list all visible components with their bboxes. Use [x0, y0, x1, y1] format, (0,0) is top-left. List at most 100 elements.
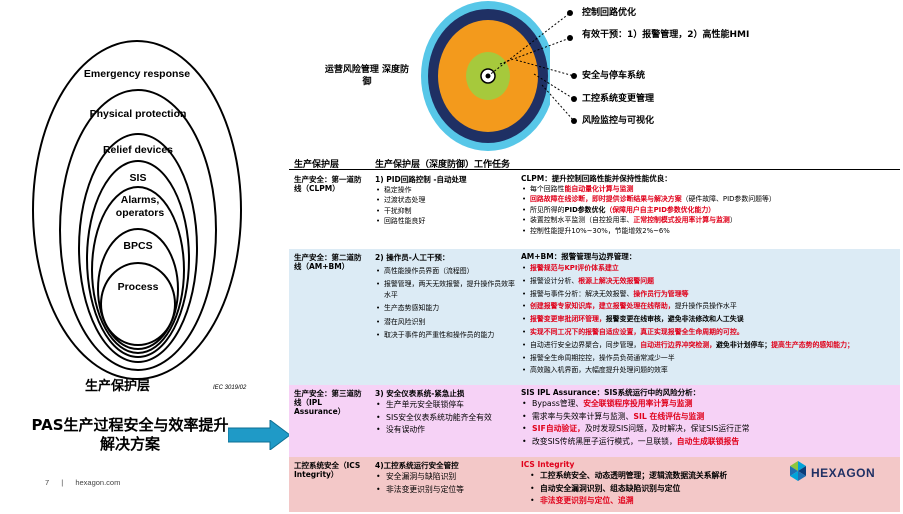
detail-highlight: 报警变更审批闭环管理， — [530, 315, 606, 324]
table-row: 生产安全：第一道防线（CLPM） 1) PID回路控制 -自动处理 稳定操作 过… — [289, 171, 900, 249]
detail-text: ） — [729, 216, 737, 225]
layer-label: Relief devices — [102, 144, 174, 156]
detail-highlight: 自动进行边界冲突检测， — [640, 340, 717, 349]
row-detail: SIS IPL Assurance：SIS系统运行中的风险分析： Bypass管… — [521, 388, 897, 448]
detail-highlight: 创建报警专家知识库，建立报警处理在线帮助， — [530, 302, 675, 311]
task-list: 生产单元安全联锁停车 SIS安全仪表系统功能齐全有效 没有误动作 — [375, 399, 515, 437]
list-item: 实现不同工况下的报警自适应设置，真正实现报警全生命周期的可控。 — [521, 326, 897, 339]
row-detail: AM+BM：报警管理与边界管理： 报警规范与KPI评价体系建立 报警设计分析、根… — [521, 252, 897, 377]
detail-title: ICS Integrity — [521, 460, 575, 469]
list-item: 安全漏洞与缺陷识别 — [375, 471, 515, 484]
list-item: 每个回路性能自动量化计算与监测 — [521, 184, 897, 195]
list-item: 报警与事件分析：解决无效报警、操作员行为管理等 — [521, 288, 897, 301]
ops-risk-label: 运营风险管理 深度防御 — [324, 65, 410, 87]
detail-title: AM+BM：报警管理与边界管理： — [521, 252, 637, 261]
task-title: 2) 操作员-人工干预： — [375, 253, 450, 262]
layer-label: BPCS — [123, 240, 153, 252]
detail-highlight: 根源上解决无效报警问题 — [578, 276, 655, 285]
layer-label: SIS — [129, 172, 147, 184]
task-title: 3) 安全仪表系统-紧急止损 — [375, 389, 465, 398]
detail-text: 改变SIS传统黑匣子运行模式，一旦联锁， — [532, 436, 677, 446]
layer-label: Alarms, operators — [115, 194, 165, 219]
detail-title: SIS IPL Assurance：SIS系统运行中的风险分析： — [521, 388, 701, 397]
footer-site: hexagon.com — [75, 478, 121, 487]
protection-layers-onion-diagram: Emergency response Physical protection R… — [0, 0, 270, 400]
list-item: 干扰抑制 — [375, 206, 515, 217]
detail-highlight: SIF自动验证， — [532, 424, 585, 433]
list-item: 没有误动作 — [375, 424, 515, 437]
detail-highlight: 非法变更识别与定位、追溯 — [540, 496, 634, 505]
layer-label: Process — [117, 281, 159, 293]
list-item: 所见所得的PID参数优化（保障用户自主PID参数优化能力） — [521, 205, 897, 216]
task-title: 4)工控系统运行安全管控 — [375, 461, 459, 470]
protection-task-table: 生产保护层 生产保护层（深度防御）工作任务 生产安全：第一道防线（CLPM） 1… — [289, 155, 900, 512]
detail-text: 自动进行安全边界聚合，同步管理， — [530, 340, 641, 349]
list-item: 改变SIS传统黑匣子运行模式，一旦联锁，自动生成联锁报告 — [521, 436, 897, 449]
detail-text: 报警全生命周期控控，操作员负荷通常减少一半 — [530, 353, 675, 362]
detail-text: 提升操作员操作水平 — [674, 302, 737, 311]
list-item: 回路性能良好 — [375, 216, 515, 227]
table-header: 生产保护层 生产保护层（深度防御）工作任务 — [289, 155, 900, 170]
detail-text: （硬件故障、PID参数问题等） — [681, 195, 776, 204]
header-tasks: 生产保护层（深度防御）工作任务 — [375, 160, 511, 170]
detail-list: 工控系统安全、动态透明管理；逻辑流数据流关系解析 自动安全漏洞识别、组态缺陷识别… — [529, 470, 897, 508]
list-item: 工控系统安全、动态透明管理；逻辑流数据流关系解析 — [529, 470, 897, 483]
task-list: 安全漏洞与缺陷识别 非法变更识别与定位等 — [375, 471, 515, 496]
layer-process: Process — [100, 262, 176, 346]
detail-highlight: 自动生成联锁报告 — [676, 436, 740, 446]
row-task: 4)工控系统运行安全管控 安全漏洞与缺陷识别 非法变更识别与定位等 — [375, 461, 515, 496]
detail-text: 需求率与失效率计算与监测、 — [532, 411, 634, 421]
iec-citation: IEC 3019/02 — [213, 385, 247, 391]
detail-highlight: 正常控制模式投用率计算与监测 — [633, 216, 730, 225]
task-list: 高性能操作员界面（流程图） 报警管理，两天无效报警，提升操作员效率水平 生产态势… — [375, 266, 515, 341]
row-task: 3) 安全仪表系统-紧急止损 生产单元安全联锁停车 SIS安全仪表系统功能齐全有… — [375, 389, 515, 437]
detail-bold: PID参数优化 — [564, 205, 606, 214]
row-task: 2) 操作员-人工干预： 高性能操作员界面（流程图） 报警管理，两天无效报警，提… — [375, 253, 515, 341]
slide-footer: 7 | hexagon.com — [45, 478, 130, 487]
callout-risk-monitoring: 风险监控与可视化 — [582, 116, 655, 126]
list-item: Bypass管理、安全联锁程序投用率计算与监测 — [521, 398, 897, 411]
list-item: SIS安全仪表系统功能齐全有效 — [375, 412, 515, 425]
callout-intervention: 有效干预：1）报警管理，2）高性能HMI — [582, 30, 750, 40]
detail-list: 报警规范与KPI评价体系建立 报警设计分析、根源上解决无效报警问题 报警与事件分… — [521, 262, 897, 377]
list-item: 高性能操作员界面（流程图） — [375, 266, 515, 277]
row-detail: ICS Integrity 工控系统安全、动态透明管理；逻辑流数据流关系解析 自… — [521, 460, 897, 508]
list-item: 报警变更审批闭环管理，报警变更在线审核，避免非法修改和人工失误 — [521, 313, 897, 326]
detail-text: 所见所得的 — [530, 205, 565, 214]
callout-sis: 安全与停车系统 — [582, 71, 646, 81]
table-row: 生产安全：第二道防线（AM+BM） 2) 操作员-人工干预： 高性能操作员界面（… — [289, 249, 900, 385]
detail-highlight: （保障用户自主PID参数优化能力） — [605, 205, 716, 214]
list-item: 生产单元安全联锁停车 — [375, 399, 515, 412]
detail-bold: 自动安全漏洞识别、组态缺陷识别与定位 — [540, 483, 681, 493]
list-item: 非法变更识别与定位等 — [375, 484, 515, 497]
detail-text: 每个回路性 — [530, 185, 565, 193]
row-task: 1) PID回路控制 -自动处理 稳定操作 过渡状态处理 干扰抑制 回路性能良好 — [375, 175, 515, 227]
list-item: 装置控制水平监测（自控投用率、正常控制模式投用率计算与监测） — [521, 215, 897, 226]
detail-text: 控制性能提升10%~30%，节能增效2%~6% — [530, 226, 670, 235]
list-item: 稳定操作 — [375, 185, 515, 196]
detail-text: 避免非计划停车； — [716, 340, 772, 349]
table-row: 工控系统安全（ICS Integrity） 4)工控系统运行安全管控 安全漏洞与… — [289, 457, 900, 512]
list-item: 生产态势感知能力 — [375, 303, 515, 314]
row-layer: 生产安全：第三道防线（IPL Assurance） — [294, 389, 362, 416]
list-item: 自动安全漏洞识别、组态缺陷识别与定位 — [529, 483, 897, 496]
detail-text: Bypass管理、 — [532, 399, 584, 408]
detail-text: 高效融入机界面，大幅度提升处理问题的效率 — [530, 366, 668, 375]
detail-highlight: 报警规范与KPI评价体系建立 — [530, 264, 619, 272]
detail-title: CLPM：提升控制回路性能并保持性能优良： — [521, 174, 672, 183]
header-layer: 生产保护层 — [294, 160, 340, 170]
right-arrow-icon — [228, 420, 290, 450]
hexagon-logo-text: HEXAGON — [811, 466, 876, 480]
list-item: 非法变更识别与定位、追溯 — [529, 495, 897, 508]
detail-highlight: SIL 在线评估与监测 — [633, 411, 705, 421]
detail-text: 报警与事件分析：解决无效报警、 — [530, 289, 634, 298]
list-item: 报警管理，两天无效报警，提升操作员效率水平 — [375, 279, 515, 300]
detail-highlight: 实现不同工况下的报警自适应设置，真正实现报警全生命周期的可控。 — [530, 327, 744, 336]
footer-separator: | — [61, 478, 64, 487]
task-title: 1) PID回路控制 -自动处理 — [375, 175, 467, 184]
list-item: 过渡状态处理 — [375, 195, 515, 206]
list-item: 回路故障在线诊断，即时提供诊断结果与解决方案（硬件故障、PID参数问题等） — [521, 194, 897, 205]
detail-highlight: 提高生产态势的感知能力； — [771, 340, 854, 349]
detail-text: 报警变更在线审核，避免非法修改和人工失误 — [605, 315, 744, 324]
layer-label: Emergency response — [83, 68, 191, 80]
